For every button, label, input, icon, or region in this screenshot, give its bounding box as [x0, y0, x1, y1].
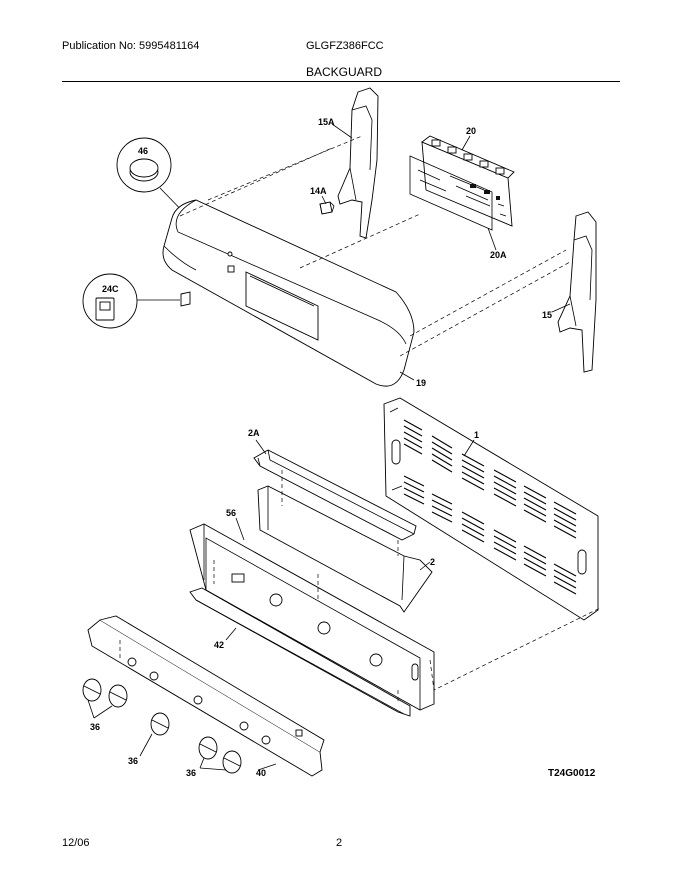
- part-19-backguard-panel: [162, 199, 415, 387]
- part-36-knobs: [82, 678, 242, 774]
- part-2A-upper-shield: [253, 449, 417, 541]
- footer-date: 12/06: [62, 837, 90, 849]
- callout-14A: 14A: [310, 186, 327, 196]
- page-number: 2: [336, 837, 343, 849]
- callout-20: 20: [466, 126, 476, 136]
- part-24C-switch-detail: [82, 273, 191, 329]
- callout-36: 36: [186, 768, 196, 778]
- callout-15: 15: [542, 310, 552, 320]
- knob-4: [198, 736, 218, 760]
- callout-56: 56: [226, 508, 236, 518]
- callout-1: 1: [474, 430, 479, 440]
- leader-lines: [87, 123, 571, 771]
- callout-24C: 24C: [102, 284, 119, 294]
- callout-36: 36: [90, 722, 100, 732]
- diagram-code: T24G0012: [548, 768, 596, 779]
- callout-42: 42: [214, 640, 224, 650]
- callout-46: 46: [138, 146, 148, 156]
- callout-19: 19: [416, 378, 426, 388]
- model-number: GLGFZ386FCC: [306, 40, 384, 52]
- part-15A-end-bracket: [337, 87, 379, 239]
- part-1-rear-panel: [383, 397, 599, 621]
- callout-36: 36: [128, 756, 138, 766]
- part-2-heat-shield: [257, 485, 433, 613]
- knob-3: [150, 712, 170, 736]
- callout-2: 2: [430, 557, 435, 567]
- part-20-control-board: [409, 135, 515, 231]
- knob-1: [82, 678, 102, 702]
- callout-40: 40: [256, 768, 266, 778]
- knob-5: [222, 750, 242, 774]
- callout-2A: 2A: [248, 428, 260, 438]
- part-46-knob-detail: [116, 137, 229, 259]
- part-15-end-bracket: [557, 211, 597, 373]
- knob-2: [108, 684, 128, 708]
- part-14A-switch: [319, 201, 335, 215]
- callout-15A: 15A: [318, 117, 335, 127]
- header-rule: [62, 81, 620, 82]
- part-42-trim-strip: [189, 587, 411, 717]
- part-40-manifold-panel: [87, 615, 325, 777]
- alignment-lines: [119, 135, 601, 704]
- callout-20A: 20A: [490, 250, 507, 260]
- publication-number: Publication No: 5995481164: [62, 40, 200, 52]
- section-title: BACKGUARD: [306, 65, 383, 79]
